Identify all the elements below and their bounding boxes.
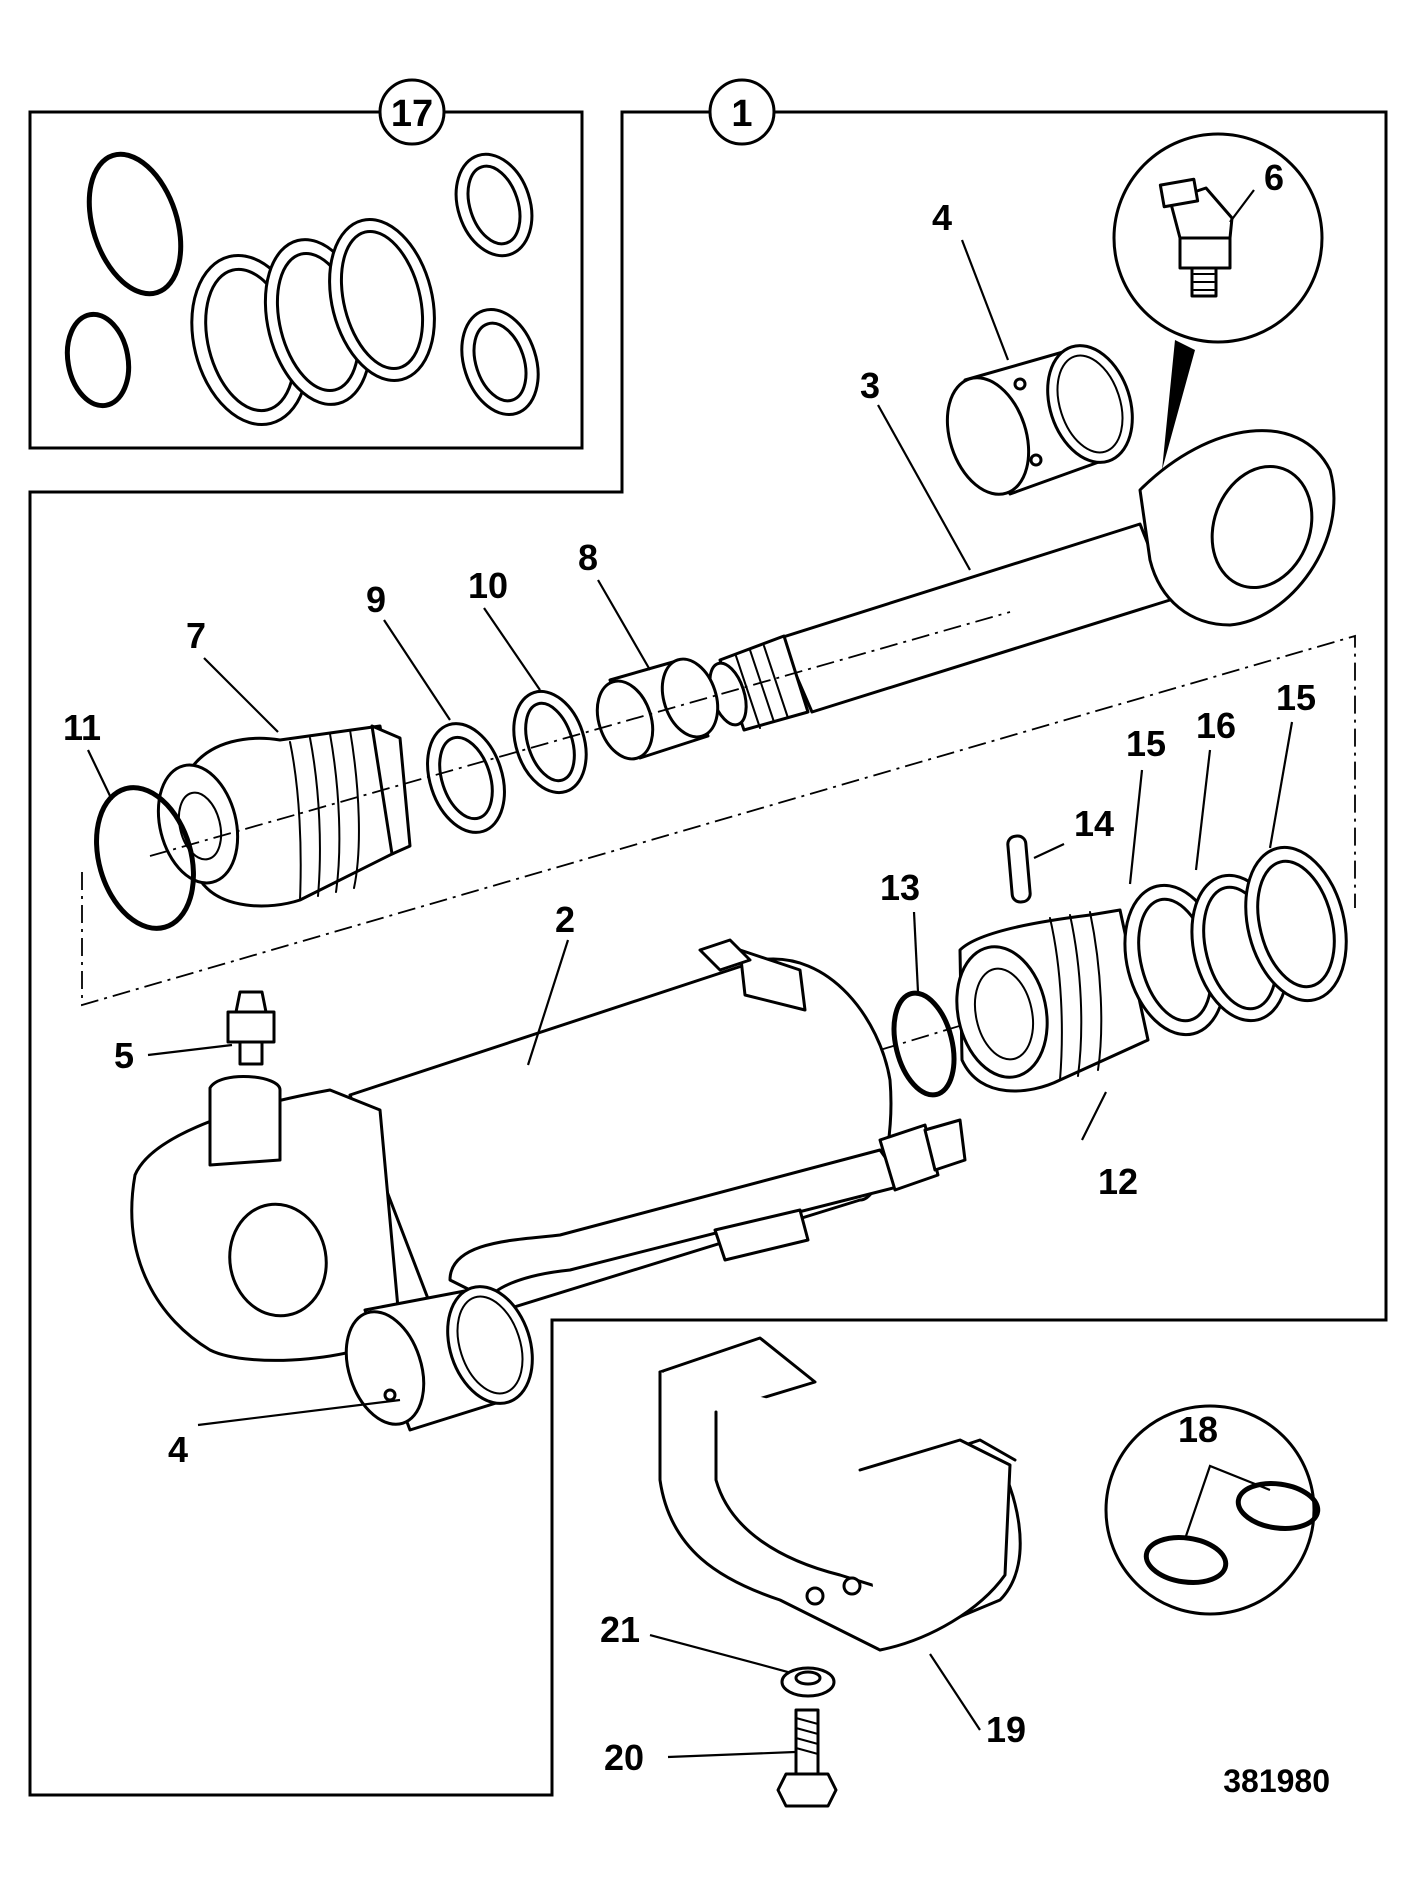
part-label-12: 12	[1098, 1161, 1138, 1202]
seal-kit-frame	[28, 110, 584, 450]
circlip-right	[1235, 1481, 1321, 1531]
drawing-reference-number: 381980	[1223, 1763, 1330, 1799]
grease-nipple-5	[226, 990, 276, 1066]
grease-nipple-detail	[1112, 132, 1324, 470]
small-o-ring	[64, 311, 132, 409]
cylinder-head	[156, 724, 412, 908]
part-label-18: 18	[1178, 1409, 1218, 1450]
kit-17-label: 17	[391, 93, 433, 135]
part-label-20: 20	[604, 1737, 644, 1778]
part-label-4-top: 4	[932, 197, 952, 238]
kit-17-callout: 17	[378, 78, 446, 146]
cylinder-body	[130, 938, 967, 1362]
large-o-ring	[86, 151, 184, 297]
part-label-10: 10	[468, 565, 508, 606]
axis-line-upper	[149, 611, 1011, 857]
part-label-14: 14	[1074, 803, 1114, 844]
circlip-left	[1143, 1535, 1229, 1585]
bushing-seal-bottom-inner	[472, 321, 528, 403]
washer-21	[780, 1666, 836, 1698]
part-label-15-left: 15	[1126, 723, 1166, 764]
part-label-9: 9	[366, 579, 386, 620]
o-ring-13	[891, 990, 957, 1098]
kit-1-label: 1	[731, 93, 752, 135]
part-label-4-bottom: 4	[168, 1429, 188, 1470]
part-label-8: 8	[578, 537, 598, 578]
wiper-seal-10	[512, 689, 588, 795]
part-label-2: 2	[555, 899, 575, 940]
piston-ring-15-right	[1244, 845, 1348, 1003]
section-line	[81, 634, 1356, 1007]
pin-14	[1006, 834, 1032, 904]
part-label-11: 11	[63, 707, 101, 748]
part-label-16: 16	[1196, 705, 1236, 746]
bearing-8	[595, 657, 720, 761]
part-label-15-right: 15	[1276, 677, 1316, 718]
seal-kit-parts	[64, 151, 540, 427]
kit-1-callout: 1	[708, 78, 776, 146]
guard-bracket	[658, 1336, 1022, 1652]
part-label-13: 13	[880, 867, 920, 908]
bush-top	[945, 344, 1134, 496]
bolt-20	[776, 1708, 838, 1808]
seal-ring-c-inner	[339, 229, 425, 371]
part-label-7: 7	[186, 615, 206, 656]
part-label-19: 19	[986, 1709, 1026, 1750]
part-label-5: 5	[114, 1035, 134, 1076]
cylinder-assembly-frame	[28, 110, 1388, 1797]
bush-bottom	[344, 1285, 534, 1432]
part-label-21: 21	[600, 1609, 640, 1650]
circlip-detail	[1104, 1404, 1321, 1616]
part-label-3: 3	[860, 365, 880, 406]
bushing-seal-top-inner	[466, 164, 522, 246]
rod-seal-9	[426, 722, 506, 834]
part-label-6: 6	[1264, 157, 1284, 198]
piston-12	[955, 908, 1150, 1093]
leader-lines	[87, 189, 1294, 1759]
